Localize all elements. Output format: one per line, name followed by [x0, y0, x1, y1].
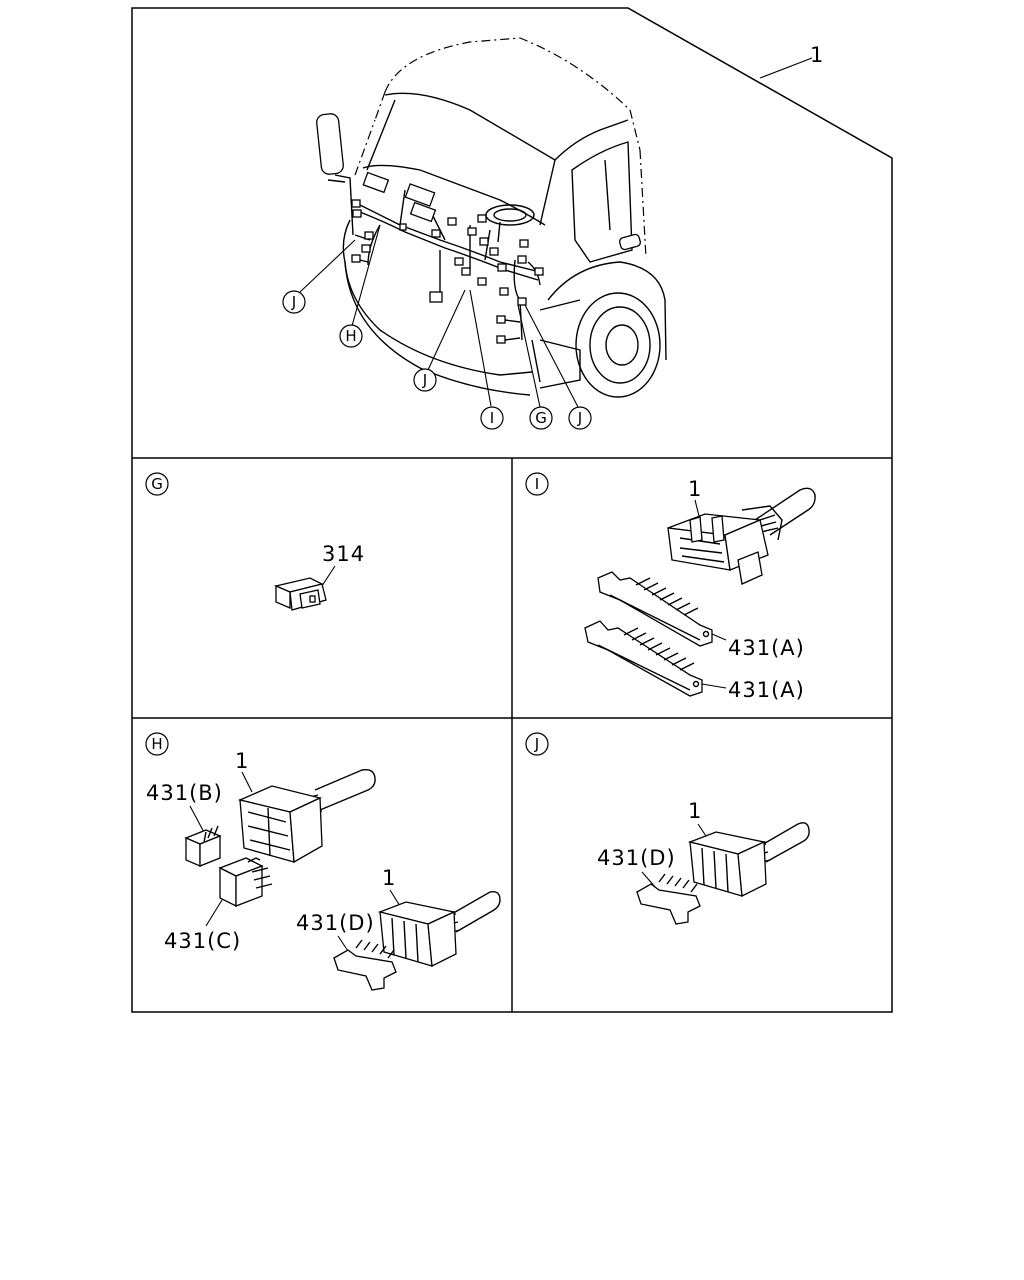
svg-text:I: I — [535, 475, 539, 493]
large-connector-illustration — [667, 487, 816, 585]
panel-i: I 1 43 — [525, 472, 816, 702]
relay-c-illustration — [218, 857, 273, 908]
callout-j-right: J — [568, 406, 592, 430]
h-connector-large-illustration — [237, 768, 376, 864]
j-connector-illustration — [687, 822, 810, 898]
panel-g: G 314 — [145, 472, 365, 611]
svg-text:J: J — [291, 293, 296, 311]
panel-j-connector-label: 1 — [688, 799, 702, 823]
main-leader-lines — [299, 57, 813, 408]
panel-i-terminal-label-2: 431(A) — [728, 678, 805, 702]
callout-i: I — [480, 406, 504, 430]
panel-h-connector-label-1: 1 — [235, 749, 249, 773]
callout-j-center: J — [413, 368, 437, 392]
panel-h: H 1 431(B) 431(C) 1 — [145, 732, 501, 991]
svg-text:J: J — [422, 371, 427, 389]
connector-314-illustration — [273, 577, 327, 611]
terminal-d-j-illustration — [636, 873, 701, 925]
panel-h-label-b: 431(B) — [146, 781, 223, 805]
panel-h-letter: H — [145, 732, 169, 756]
relay-b-illustration — [184, 825, 222, 867]
panel-j-label-d: 431(D) — [597, 846, 676, 870]
terminal-strip-a-2-illustration — [584, 620, 703, 697]
diagram-frames — [131, 7, 893, 1013]
panel-i-part-label: 1 — [688, 477, 702, 501]
panel-j-letter: J — [525, 732, 549, 756]
svg-text:H: H — [151, 735, 162, 753]
panel-g-letter: G — [145, 472, 169, 496]
panel-i-terminal-label-1: 431(A) — [728, 636, 805, 660]
callout-h: H — [339, 324, 363, 348]
terminal-strip-a-1-illustration — [597, 571, 713, 647]
truck-cab-illustration — [316, 37, 667, 398]
panel-j: J 1 431(D) — [525, 732, 810, 925]
panel-i-letter: I — [525, 472, 549, 496]
svg-text:H: H — [345, 327, 356, 345]
svg-text:G: G — [151, 475, 163, 493]
svg-text:J: J — [534, 735, 539, 753]
panel-h-label-c: 431(C) — [164, 929, 241, 953]
svg-text:J: J — [577, 409, 582, 427]
wiring-harness — [351, 171, 544, 344]
terminal-d-h-illustration — [333, 939, 397, 991]
panel-h-label-d: 431(D) — [296, 911, 375, 935]
panel-h-connector-label-2: 1 — [382, 866, 396, 890]
svg-text:I: I — [490, 409, 494, 427]
callout-j-left: J — [282, 290, 306, 314]
panel-g-part-label: 314 — [322, 542, 365, 566]
callout-g: G — [529, 406, 553, 430]
h-connector-small-illustration — [377, 890, 501, 968]
main-part-number: 1 — [810, 43, 824, 67]
svg-text:G: G — [535, 409, 547, 427]
